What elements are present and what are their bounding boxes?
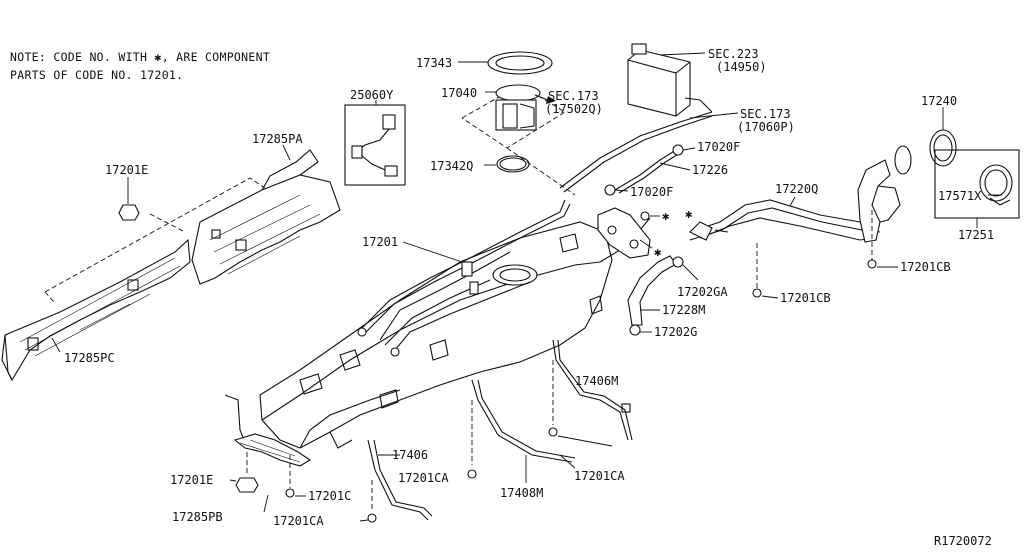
sender-unit-group bbox=[344, 100, 406, 186]
label-17020f-top: 17020F bbox=[697, 140, 740, 154]
diagram-id: R1720072 bbox=[934, 534, 992, 548]
label-25060y: 25060Y bbox=[350, 88, 394, 102]
label-17201c: 17201C bbox=[308, 489, 351, 503]
label-17220q: 17220Q bbox=[775, 182, 818, 196]
label-sec173-b: SEC.173 bbox=[740, 107, 791, 121]
label-17408m: 17408M bbox=[500, 486, 543, 500]
label-17201e-bottom: 17201E bbox=[170, 473, 213, 487]
label-17285pa: 17285PA bbox=[252, 132, 303, 146]
label-sec173-a: SEC.173 bbox=[548, 89, 599, 103]
label-17201ca-a: 17201CA bbox=[398, 471, 449, 485]
insulator-17285pb-shape bbox=[233, 433, 312, 467]
fuel-pump-group bbox=[458, 51, 576, 196]
gasket-shape bbox=[496, 155, 530, 173]
note-line-1: NOTE: CODE NO. WITH ✱, ARE COMPONENT bbox=[10, 50, 270, 64]
label-17342q: 17342Q bbox=[430, 159, 473, 173]
asterisk-mark-2: ✱ bbox=[654, 245, 661, 259]
insulator-17285pb-group bbox=[224, 394, 312, 513]
label-17571x: 17571X bbox=[938, 189, 982, 203]
label-17201: 17201 bbox=[362, 235, 398, 249]
label-sec173-a-sub: (17502Q) bbox=[545, 102, 603, 116]
label-17285pc: 17285PC bbox=[64, 351, 115, 365]
label-17201cb-a: 17201CB bbox=[900, 260, 951, 274]
note-line-2: PARTS OF CODE NO. 17201. bbox=[10, 68, 183, 82]
label-17201ca-b: 17201CA bbox=[574, 469, 625, 483]
label-17020f-mid: 17020F bbox=[630, 185, 673, 199]
heat-insulator-group bbox=[1, 144, 341, 382]
label-17251: 17251 bbox=[958, 228, 994, 242]
label-17406: 17406 bbox=[392, 448, 428, 462]
lock-ring-shape bbox=[487, 51, 553, 75]
tank-bracket-group bbox=[597, 207, 660, 259]
vent-hose-group bbox=[604, 144, 696, 196]
label-17226: 17226 bbox=[692, 163, 728, 177]
label-17040: 17040 bbox=[441, 86, 477, 100]
label-17228m: 17228M bbox=[662, 303, 705, 317]
filler-pipe-group bbox=[689, 107, 1020, 299]
nut-17201e-bottom-shape bbox=[235, 477, 259, 493]
label-sec223-sub: (14950) bbox=[716, 60, 767, 74]
label-17201e-top: 17201E bbox=[105, 163, 148, 177]
fuel-tank-group bbox=[259, 199, 651, 449]
nut-17201e-shape bbox=[118, 204, 140, 221]
fuel-pump-module-shape bbox=[495, 84, 541, 102]
label-17285pb: 17285PB bbox=[172, 510, 223, 524]
filler-hose-group bbox=[627, 255, 699, 336]
label-17343: 17343 bbox=[416, 56, 452, 70]
label-sec223: SEC.223 bbox=[708, 47, 759, 61]
canister-group bbox=[559, 43, 739, 193]
asterisk-mark-1: ✱ bbox=[662, 209, 669, 223]
label-17201cb-b: 17201CB bbox=[780, 291, 831, 305]
label-17240: 17240 bbox=[921, 94, 957, 108]
insulator-17285pa-shape bbox=[191, 174, 341, 285]
tank-strap-group bbox=[359, 339, 633, 523]
label-17202g: 17202G bbox=[654, 325, 697, 339]
fuel-tank-shape bbox=[259, 221, 613, 449]
label-17202ga: 17202GA bbox=[677, 285, 728, 299]
label-17406m: 17406M bbox=[575, 374, 618, 388]
label-17201ca-c: 17201CA bbox=[273, 514, 324, 528]
asterisk-mark-3: ✱ bbox=[685, 207, 692, 221]
label-sec173-b-sub: (17060P) bbox=[737, 120, 795, 134]
